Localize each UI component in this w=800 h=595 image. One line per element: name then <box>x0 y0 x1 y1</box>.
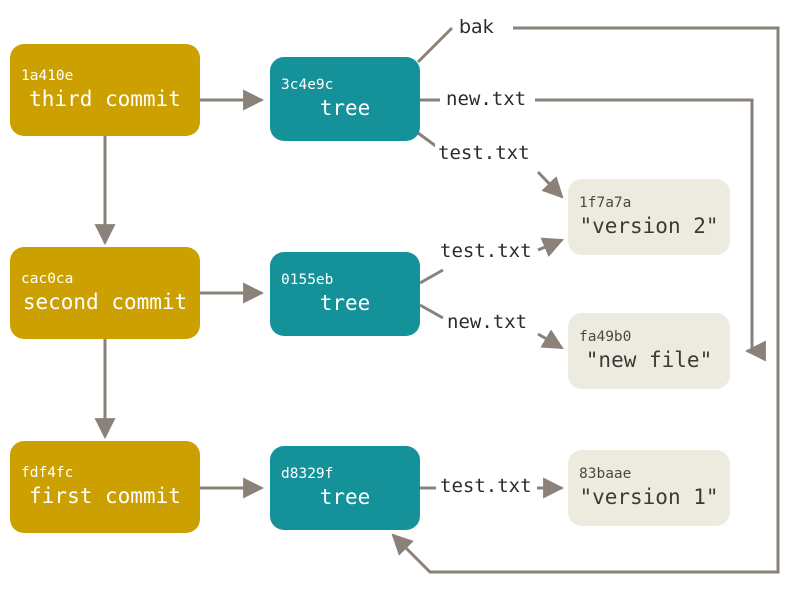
commit-label: first commit <box>29 483 181 508</box>
blob-hash: 83baae <box>579 466 632 483</box>
commit-label: second commit <box>22 289 188 314</box>
blob-label: "version 2" <box>579 213 719 238</box>
commit-hash: fdf4fc <box>21 465 74 482</box>
edge-t2-newtxt-right <box>537 329 564 350</box>
edge-t3-bak-left <box>416 26 454 64</box>
tree-node-0155eb[interactable]: 0155eb tree <box>270 252 420 336</box>
edge-t2-newtxt-left <box>419 303 444 320</box>
tree-label: tree <box>319 484 371 509</box>
blob-label: "version 1" <box>579 484 719 509</box>
tree-node-d8329f[interactable]: d8329f tree <box>270 446 420 530</box>
tree-hash: d8329f <box>281 466 334 483</box>
blob-hash: fa49b0 <box>579 329 632 346</box>
commit-hash: cac0ca <box>21 271 74 288</box>
edge-label-bak: bak <box>456 14 497 42</box>
blob-node-1f7a7a[interactable]: 1f7a7a "version 2" <box>568 179 730 255</box>
edge-label-test-txt-from-d8329f: test.txt <box>437 473 535 501</box>
edge-label-test-txt-from-0155eb: test.txt <box>437 238 535 266</box>
tree-node-3c4e9c[interactable]: 3c4e9c tree <box>270 57 420 141</box>
edge-t2-testtxt-right <box>537 237 564 257</box>
commit-hash: 1a410e <box>21 68 74 85</box>
tree-hash: 3c4e9c <box>281 77 334 94</box>
blob-label: "new file" <box>585 347 713 372</box>
tree-label: tree <box>319 290 371 315</box>
edge-t2-testtxt-left <box>419 268 444 285</box>
edge-label-new-txt-from-0155eb: new.txt <box>444 309 531 337</box>
tree-label: tree <box>319 95 371 120</box>
commit-node-cac0ca[interactable]: cac0ca second commit <box>10 247 200 339</box>
blob-node-fa49b0[interactable]: fa49b0 "new file" <box>568 313 730 389</box>
commit-node-1a410e[interactable]: 1a410e third commit <box>10 44 200 136</box>
blob-node-83baae[interactable]: 83baae "version 1" <box>568 450 730 526</box>
edge-t3-testtxt-right <box>536 170 564 199</box>
commit-label: third commit <box>29 86 181 111</box>
commit-node-fdf4fc[interactable]: fdf4fc first commit <box>10 441 200 533</box>
edge-t3-bak-right <box>391 26 780 574</box>
edge-t3-newtxt-right <box>535 98 766 362</box>
edge-label-test-txt-from-3c4e9c: test.txt <box>435 140 533 168</box>
blob-hash: 1f7a7a <box>579 195 632 212</box>
tree-hash: 0155eb <box>281 272 334 289</box>
edge-label-new-txt-from-3c4e9c: new.txt <box>443 86 530 114</box>
